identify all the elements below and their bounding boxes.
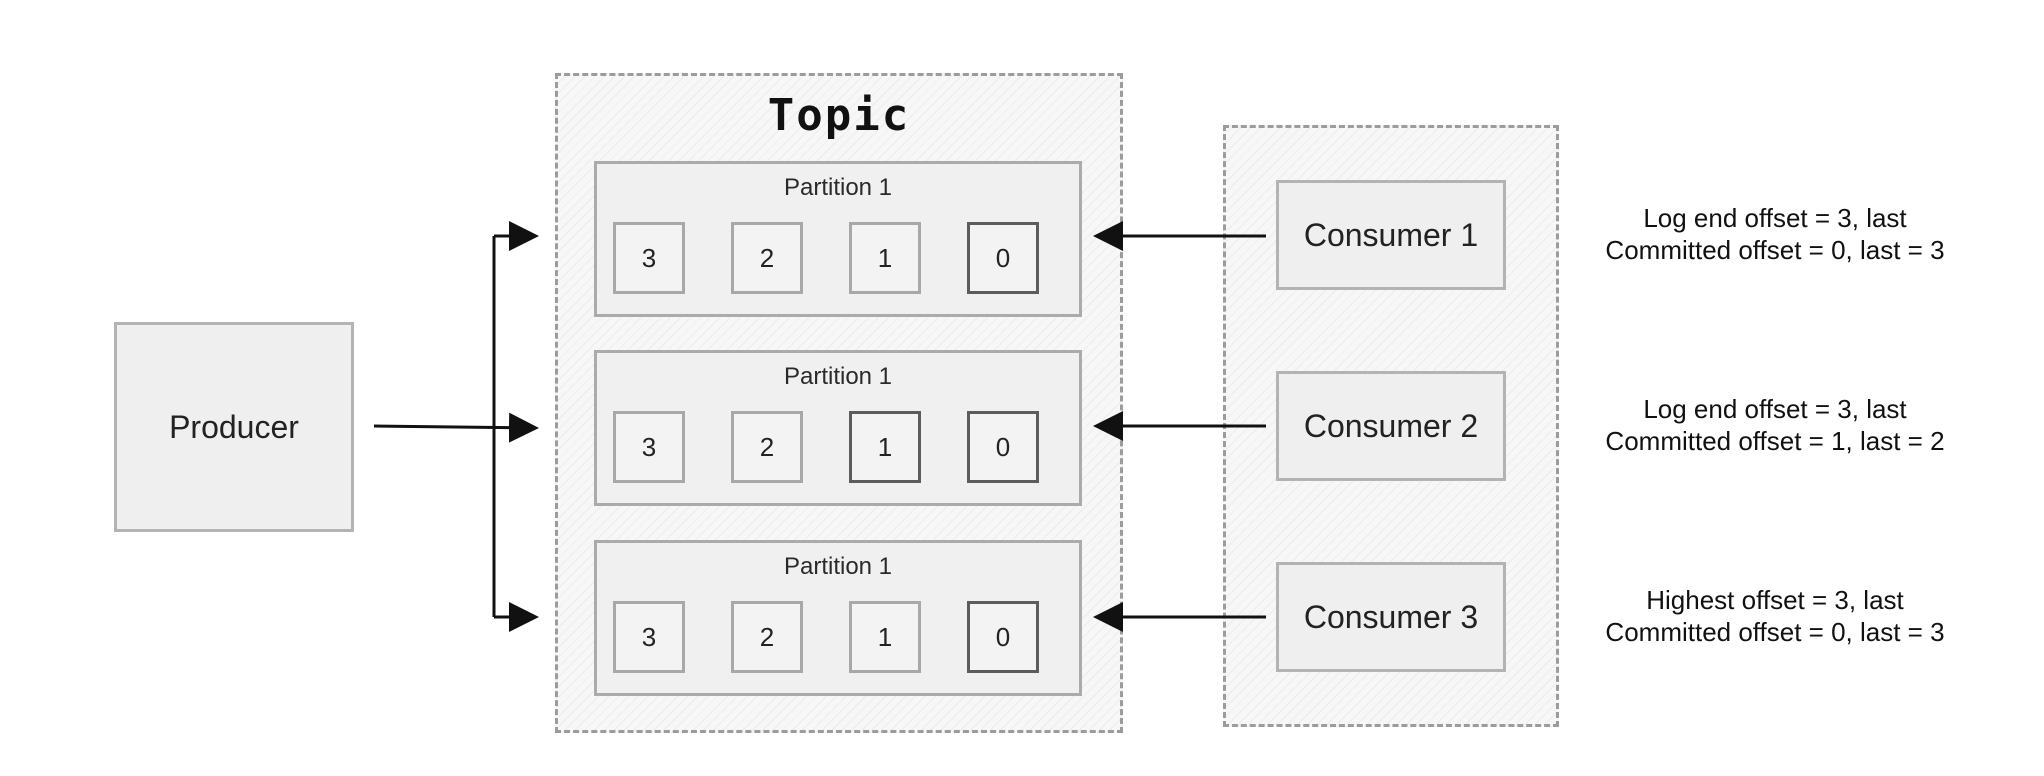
producer-to-partition-2-arrow [373, 412, 539, 443]
offset-cell: 2 [731, 411, 803, 483]
note-line: Log end offset = 3, last [1643, 203, 1907, 233]
offset-cell: 2 [731, 601, 803, 673]
consumer-2-box: Consumer 2 [1276, 371, 1506, 481]
note-line: Committed offset = 0, last = 3 [1605, 235, 1945, 265]
note-line: Committed offset = 1, last = 2 [1605, 426, 1945, 456]
partition-label: Partition 1 [783, 553, 893, 580]
offset-cell: 1 [849, 601, 921, 673]
offset-cell: 3 [613, 222, 685, 294]
consumer-1-offset-note: Log end offset = 3, last Committed offse… [1585, 202, 1965, 266]
offset-cell: 3 [613, 601, 685, 673]
consumer-3-box: Consumer 3 [1276, 562, 1506, 672]
consumer-label: Consumer 3 [1303, 598, 1479, 635]
note-line: Log end offset = 3, last [1643, 394, 1907, 424]
partition-label: Partition 1 [783, 363, 893, 390]
offset-cell: 3 [613, 411, 685, 483]
partition-label: Partition 1 [783, 174, 893, 201]
partition-box-3: Partition 1 3 2 1 0 [594, 540, 1082, 696]
offset-cell: 2 [731, 222, 803, 294]
committed-offset-cell: 0 [967, 601, 1039, 673]
producer-box: Producer [114, 322, 354, 532]
committed-offset-cell: 0 [967, 222, 1039, 294]
consumer-1-box: Consumer 1 [1276, 180, 1506, 290]
consumer-3-offset-note: Highest offset = 3, last Committed offse… [1585, 584, 1965, 648]
topic-title: Topic [767, 90, 911, 141]
consumer-label: Consumer 2 [1303, 407, 1479, 444]
offset-cell: 0 [967, 411, 1039, 483]
partition-box-2: Partition 1 3 2 1 0 [594, 350, 1082, 506]
partition-box-1: Partition 1 3 2 1 0 [594, 161, 1082, 317]
consumer-2-offset-note: Log end offset = 3, last Committed offse… [1585, 393, 1965, 457]
note-line: Highest offset = 3, last [1646, 585, 1904, 615]
offset-cell: 1 [849, 222, 921, 294]
consumer-label: Consumer 1 [1303, 216, 1479, 253]
committed-offset-cell: 1 [849, 411, 921, 483]
note-line: Committed offset = 0, last = 3 [1605, 617, 1945, 647]
producer-label: Producer [169, 408, 299, 445]
